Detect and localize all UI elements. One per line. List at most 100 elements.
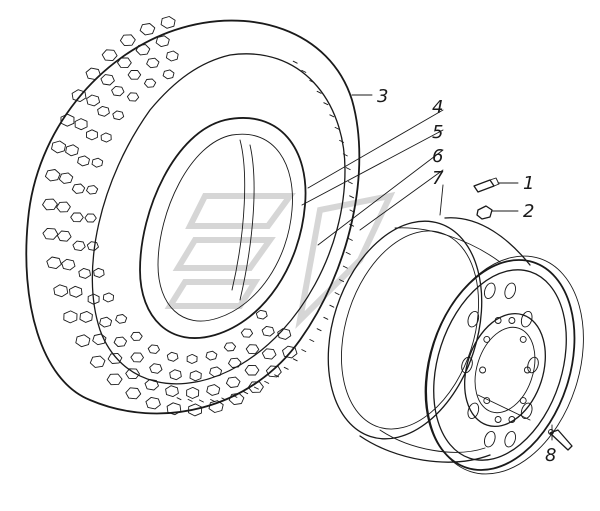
rib-dash bbox=[221, 397, 227, 401]
part-bolt bbox=[473, 177, 500, 193]
tread-block bbox=[261, 325, 275, 337]
bolt-hole bbox=[508, 416, 516, 423]
rib-dash bbox=[349, 195, 355, 199]
wheel-rim bbox=[327, 217, 584, 475]
bolt-hole bbox=[523, 366, 531, 374]
tread-block bbox=[225, 376, 241, 388]
tread-block bbox=[147, 344, 160, 354]
part-nut bbox=[476, 205, 493, 220]
tread-block bbox=[92, 333, 107, 346]
rib-dash bbox=[342, 265, 348, 269]
tread-block bbox=[93, 267, 105, 278]
rib-dash bbox=[339, 139, 345, 143]
tread-block bbox=[58, 172, 74, 184]
tire-sidewall-ribs bbox=[176, 60, 355, 403]
tread-block bbox=[205, 350, 218, 361]
tread-block bbox=[112, 110, 125, 121]
rib-dash bbox=[292, 358, 298, 362]
vent-hole bbox=[527, 356, 539, 374]
tread-block bbox=[102, 292, 115, 303]
rib-dash bbox=[176, 397, 182, 401]
rib-dash bbox=[301, 349, 307, 353]
rib-dash bbox=[347, 237, 353, 241]
rib-dash bbox=[274, 374, 280, 378]
tread-block bbox=[70, 212, 84, 223]
tread-block bbox=[165, 50, 179, 62]
tread-block bbox=[166, 402, 182, 416]
tread-block bbox=[130, 331, 143, 341]
rib-dash bbox=[347, 181, 353, 185]
callout-5: 5 bbox=[432, 122, 443, 143]
tread-block bbox=[61, 258, 76, 271]
tread-block bbox=[119, 34, 136, 47]
tread-block bbox=[208, 400, 224, 413]
tread-block bbox=[53, 284, 69, 298]
tread-block bbox=[145, 396, 161, 410]
tread-block bbox=[111, 85, 125, 97]
tread-block bbox=[206, 384, 221, 396]
tread-block bbox=[86, 94, 101, 107]
rib-dash bbox=[292, 60, 298, 64]
tread-block bbox=[146, 57, 160, 69]
vent-hole bbox=[520, 402, 533, 420]
tread-block bbox=[106, 373, 123, 386]
tread-block bbox=[84, 213, 97, 223]
tread-block bbox=[228, 392, 245, 406]
tread-block bbox=[240, 328, 254, 338]
rib-dash bbox=[329, 304, 335, 308]
rib-dash bbox=[232, 394, 238, 398]
tread-block bbox=[79, 310, 93, 323]
vent-hole bbox=[467, 310, 480, 328]
tread-block bbox=[135, 44, 151, 56]
tread-block bbox=[117, 57, 132, 69]
tread-block bbox=[244, 364, 260, 376]
tread-block bbox=[162, 69, 175, 80]
rib-dash bbox=[198, 399, 204, 403]
tread-block bbox=[100, 74, 115, 86]
tread-block bbox=[71, 183, 86, 194]
tread-block bbox=[228, 357, 242, 368]
tread-block bbox=[255, 309, 268, 320]
vent-hole bbox=[520, 310, 533, 328]
tread-block bbox=[188, 403, 203, 417]
rim-bolt-holes bbox=[479, 317, 531, 423]
bolt-hole bbox=[519, 335, 527, 343]
callout-6: 6 bbox=[432, 146, 443, 167]
rib-dash bbox=[187, 398, 193, 402]
bolt-hole bbox=[508, 317, 516, 324]
vent-hole bbox=[483, 430, 496, 448]
tread-block bbox=[165, 385, 179, 398]
tread-block bbox=[72, 240, 86, 252]
bolt-hole bbox=[479, 366, 487, 374]
rib-dash bbox=[334, 126, 340, 130]
callout-7: 7 bbox=[432, 168, 444, 189]
rib-dash bbox=[309, 80, 315, 83]
rib-dash bbox=[349, 223, 355, 227]
vent-hole bbox=[504, 430, 517, 448]
tread-block bbox=[89, 355, 106, 368]
tread-block bbox=[85, 67, 101, 81]
tread-block bbox=[143, 78, 157, 88]
rib-dash bbox=[210, 399, 216, 402]
rib-dash bbox=[349, 209, 355, 213]
tread-block bbox=[42, 198, 58, 211]
tread-block bbox=[139, 23, 156, 36]
tread-block bbox=[65, 144, 79, 157]
rib-dash bbox=[323, 102, 329, 106]
tread-block bbox=[99, 316, 113, 328]
tread-block bbox=[42, 227, 59, 240]
tread-block bbox=[107, 352, 123, 364]
tread-block bbox=[144, 378, 159, 391]
callout-4: 4 bbox=[432, 97, 443, 118]
tread-block bbox=[46, 256, 62, 270]
tread-block bbox=[115, 314, 128, 324]
tread-block bbox=[56, 230, 72, 242]
tread-block bbox=[186, 353, 198, 364]
tread-block bbox=[149, 363, 163, 374]
tread-block bbox=[265, 365, 282, 378]
tread-block bbox=[189, 370, 202, 382]
tread-block bbox=[91, 157, 104, 168]
tread-block bbox=[69, 285, 83, 298]
tread-block bbox=[87, 293, 100, 305]
